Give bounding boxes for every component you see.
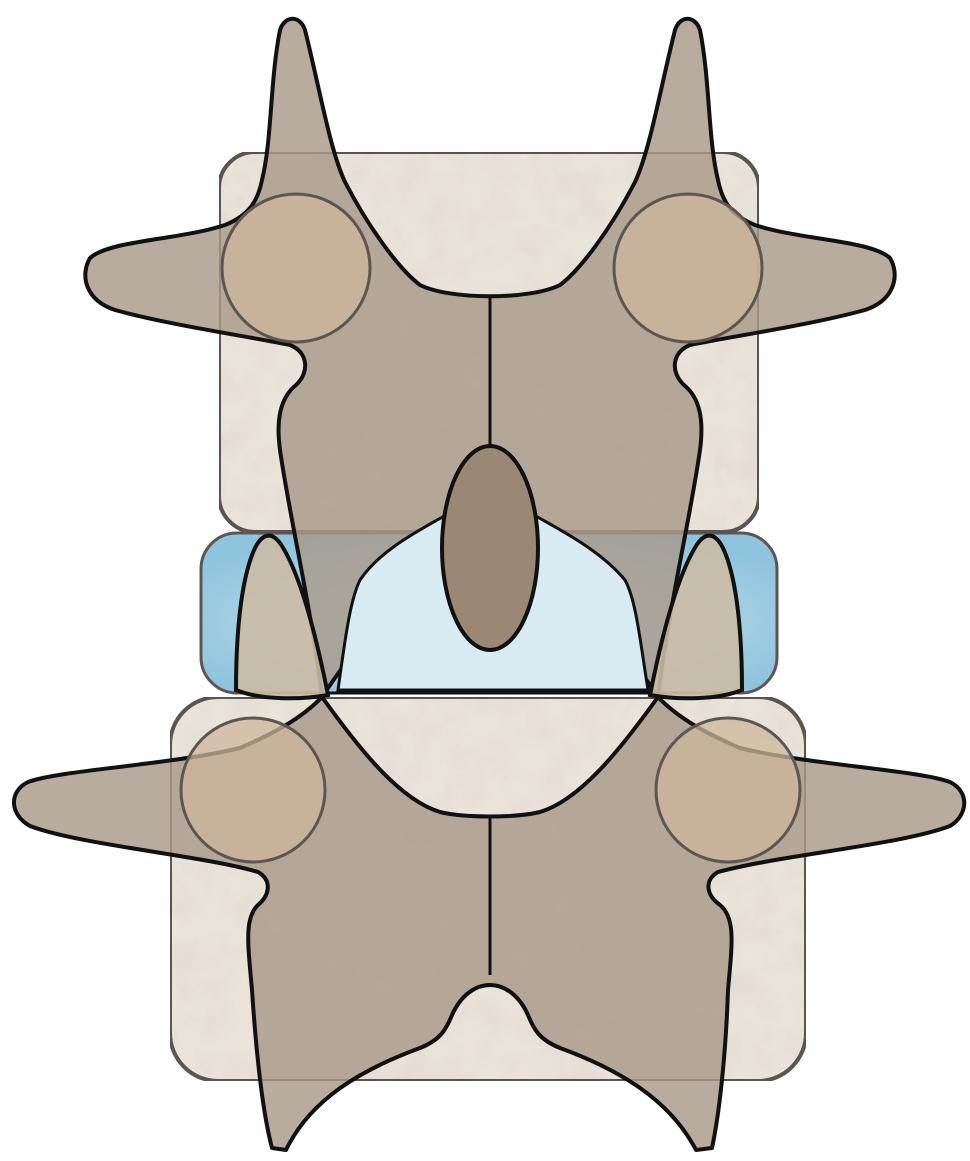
lower-right-facet bbox=[656, 718, 800, 862]
spinous-process bbox=[442, 446, 538, 650]
upper-left-facet bbox=[222, 194, 370, 342]
lower-left-facet bbox=[181, 718, 325, 862]
upper-right-facet bbox=[614, 194, 762, 342]
